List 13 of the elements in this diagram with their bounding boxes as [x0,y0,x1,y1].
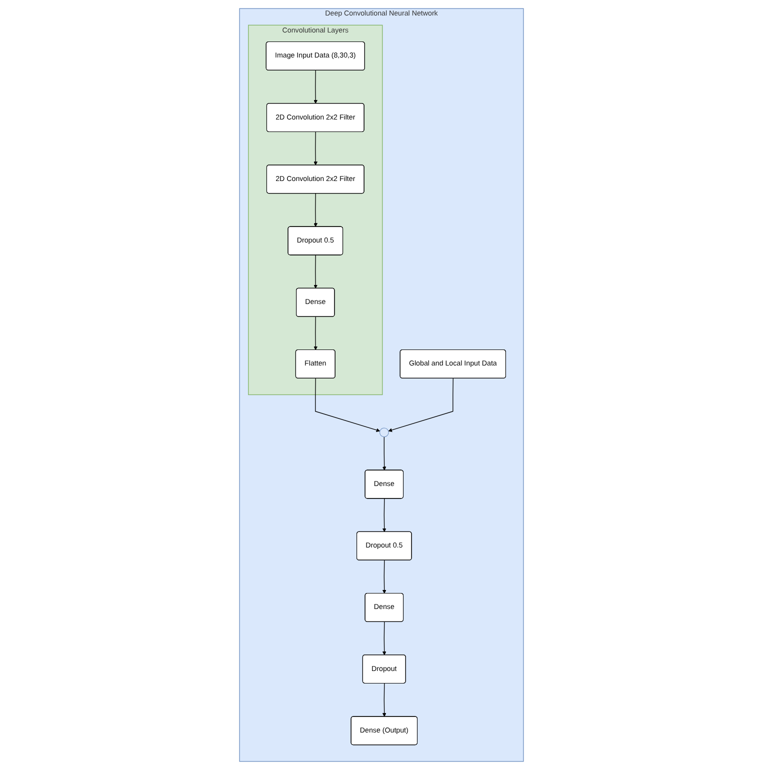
arrow [382,436,386,470]
arrow [313,131,318,165]
arrow [382,621,386,655]
arrow [382,498,386,532]
node-circle [378,427,388,437]
arrow [313,192,318,226]
arrow [388,378,453,432]
arrow [313,316,318,350]
arrow [314,378,380,432]
arrow [313,70,318,104]
arrow [382,682,386,716]
arrow [382,559,386,594]
arrow [313,254,318,288]
